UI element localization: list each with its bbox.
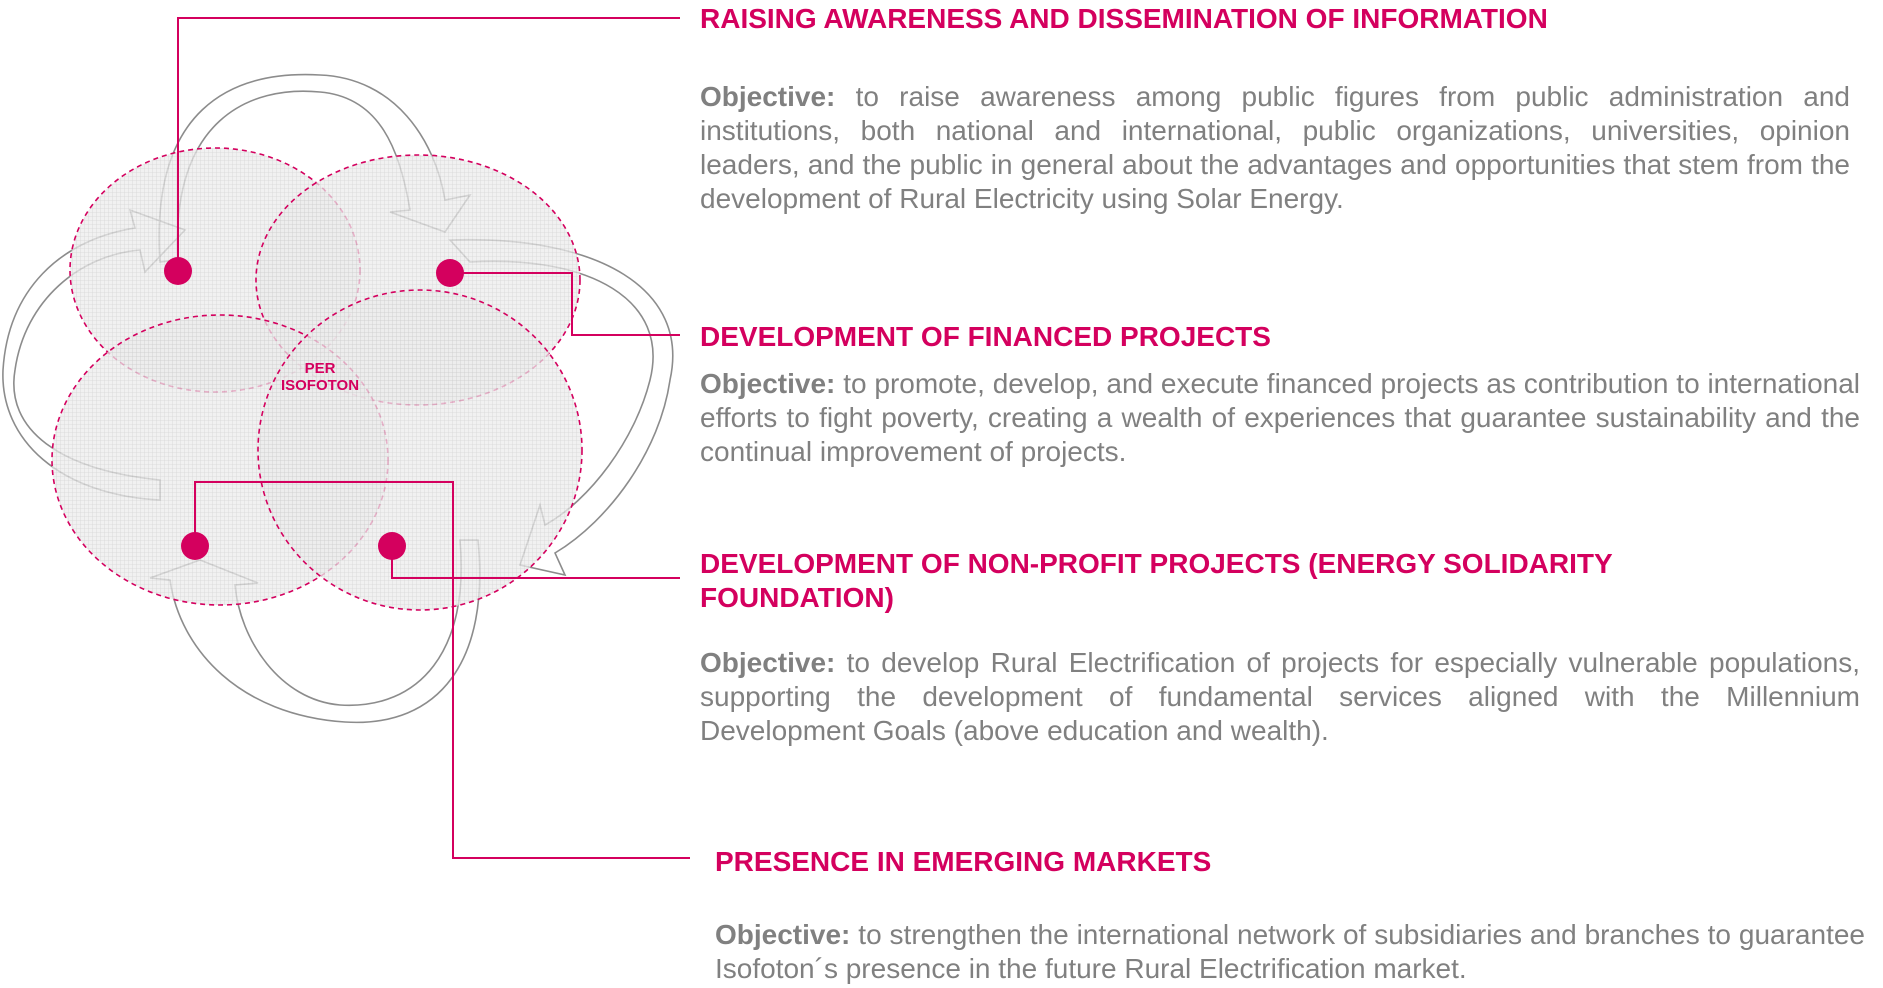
connector-line-1 [177, 17, 680, 270]
objective-text: to promote, develop, and execute finance… [700, 368, 1861, 467]
center-label-line2: ISOFOTON [280, 377, 360, 394]
section-objective-financed-projects: Objective: to promote, develop, and exec… [700, 367, 1860, 469]
section-title-non-profit-projects: DEVELOPMENT OF NON-PROFIT PROJECTS (ENER… [700, 548, 1613, 613]
objective-label: Objective: [700, 81, 836, 112]
section-title-awareness: RAISING AWARENESS AND DISSEMINATION OF I… [700, 3, 1548, 34]
connector-line-2 [450, 272, 680, 336]
node-dots [164, 257, 464, 560]
node-dot-2 [436, 259, 464, 287]
section-objective-awareness: Objective: to raise awareness among publ… [700, 80, 1850, 216]
objective-text: to strengthen the international network … [715, 919, 1866, 984]
objective-label: Objective: [700, 647, 836, 678]
section-objective-emerging-markets: Objective: to strengthen the internation… [715, 918, 1865, 986]
objective-text: to raise awareness among public figures … [700, 81, 1850, 214]
objective-label: Objective: [715, 919, 851, 950]
center-label-line1: PER [304, 360, 336, 377]
connector-line-4 [194, 481, 690, 859]
node-dot-3 [181, 532, 209, 560]
ellipse-bottom-right [257, 289, 583, 611]
section-title-emerging-markets: PRESENCE IN EMERGING MARKETS [715, 846, 1212, 877]
objective-label: Objective: [700, 368, 836, 399]
node-dot-1 [164, 257, 192, 285]
center-label: PER ISOFOTON [260, 360, 380, 394]
section-title-financed-projects: DEVELOPMENT OF FINANCED PROJECTS [700, 321, 1271, 352]
section-objective-non-profit-projects: Objective: to develop Rural Electrificat… [700, 646, 1860, 748]
venn-ellipses [51, 147, 583, 611]
cycle-arrow-right [448, 238, 674, 577]
objective-text: to develop Rural Electrification of proj… [700, 647, 1861, 746]
node-dot-4 [378, 532, 406, 560]
